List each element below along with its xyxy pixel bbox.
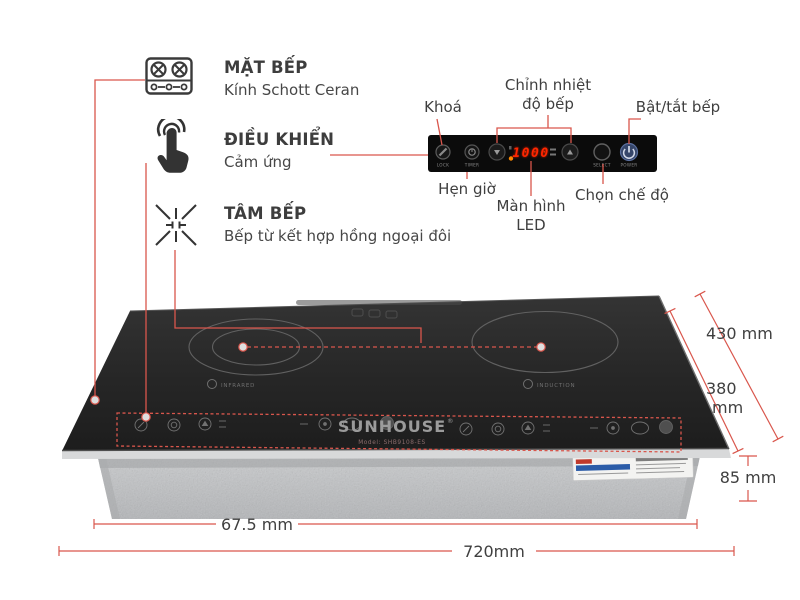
svg-text:mm: mm — [712, 398, 743, 417]
callout-temperature: Chỉnh nhiệt độ bếp — [504, 76, 592, 113]
feature-title-surface: MẶT BẾP — [224, 58, 308, 77]
connector-surface — [94, 79, 145, 396]
svg-text:LOCK: LOCK — [437, 163, 449, 168]
feature-subtitle-burner: Bếp từ kết hợp hồng ngoại đôi — [224, 227, 452, 245]
svg-text:380: 380 — [706, 379, 737, 398]
svg-text:INDUCTION: INDUCTION — [537, 383, 575, 389]
panel-mode-marks — [550, 148, 556, 156]
right-burner — [471, 310, 619, 374]
connector-lock — [436, 118, 443, 146]
svg-text:85 mm: 85 mm — [720, 468, 777, 487]
point-markers — [90, 342, 546, 422]
dimension-height: 85 mm — [720, 455, 777, 502]
model-text: Model: SHB9108-ES — [358, 440, 426, 446]
panel-indicator-mark — [509, 146, 512, 150]
svg-text:1000: 1000 — [512, 146, 549, 161]
cooktop-glass — [61, 295, 731, 459]
burner-center-icon — [153, 202, 199, 252]
right-zone-mark: INDUCTION — [523, 379, 575, 389]
connector-temp-span — [496, 127, 572, 143]
dimension-depth: 380 mm — [664, 307, 744, 455]
svg-text:INFRARED: INFRARED — [221, 383, 255, 389]
brand-reg-mark: ® — [447, 417, 454, 425]
glass-control-strip-icons — [134, 416, 673, 436]
glass-top-vent-icons — [351, 308, 398, 319]
dimension-inner-width: 67.5 mm — [93, 515, 698, 534]
svg-text:SELECT: SELECT — [593, 163, 611, 168]
feature-subtitle-surface: Kính Schott Ceran — [224, 81, 360, 99]
callout-timer: Hẹn giờ — [438, 180, 496, 198]
svg-text:67.5 mm: 67.5 mm — [221, 515, 293, 534]
svg-text:POWER: POWER — [620, 163, 637, 168]
callout-lock: Khoá — [424, 98, 462, 116]
left-zone-mark: INFRARED — [207, 379, 255, 389]
dimension-top-width: 430 mm — [694, 290, 784, 443]
callout-display: Màn hình LED — [496, 197, 566, 234]
svg-text:430 mm: 430 mm — [706, 324, 773, 343]
connector-power — [628, 118, 641, 144]
rating-sticker — [572, 453, 694, 481]
select-button: SELECT — [593, 143, 611, 168]
strip-highlight-box — [116, 412, 682, 453]
temp-up-button — [561, 143, 579, 161]
control-panel: LOCK TIMER 1000 1000 — [428, 135, 657, 172]
svg-text:720mm: 720mm — [463, 542, 525, 561]
feature-title-burner: TÂM BẾP — [224, 204, 307, 223]
feature-title-control: ĐIỀU KHIỂN — [224, 130, 335, 149]
led-display: 1000 1000 — [512, 146, 549, 161]
stove-top-icon — [145, 57, 193, 99]
connector-burner-center — [174, 250, 422, 343]
brand-logo: SUNHOUSE — [338, 417, 446, 436]
dimension-outer-width: 720mm — [58, 542, 735, 561]
svg-text:1000: 1000 — [512, 146, 549, 161]
feature-subtitle-control: Cảm ứng — [224, 153, 292, 171]
panel-indicator-dot — [508, 156, 514, 161]
power-button: POWER — [619, 142, 639, 168]
glass-top-print — [296, 300, 462, 305]
lock-button: LOCK — [435, 144, 451, 168]
callout-mode: Chọn chế độ — [575, 186, 669, 204]
callout-power: Bật/tắt bếp — [635, 98, 721, 116]
svg-text:TIMER: TIMER — [464, 163, 479, 168]
timer-button: TIMER — [464, 144, 480, 168]
temp-down-button — [488, 143, 506, 161]
